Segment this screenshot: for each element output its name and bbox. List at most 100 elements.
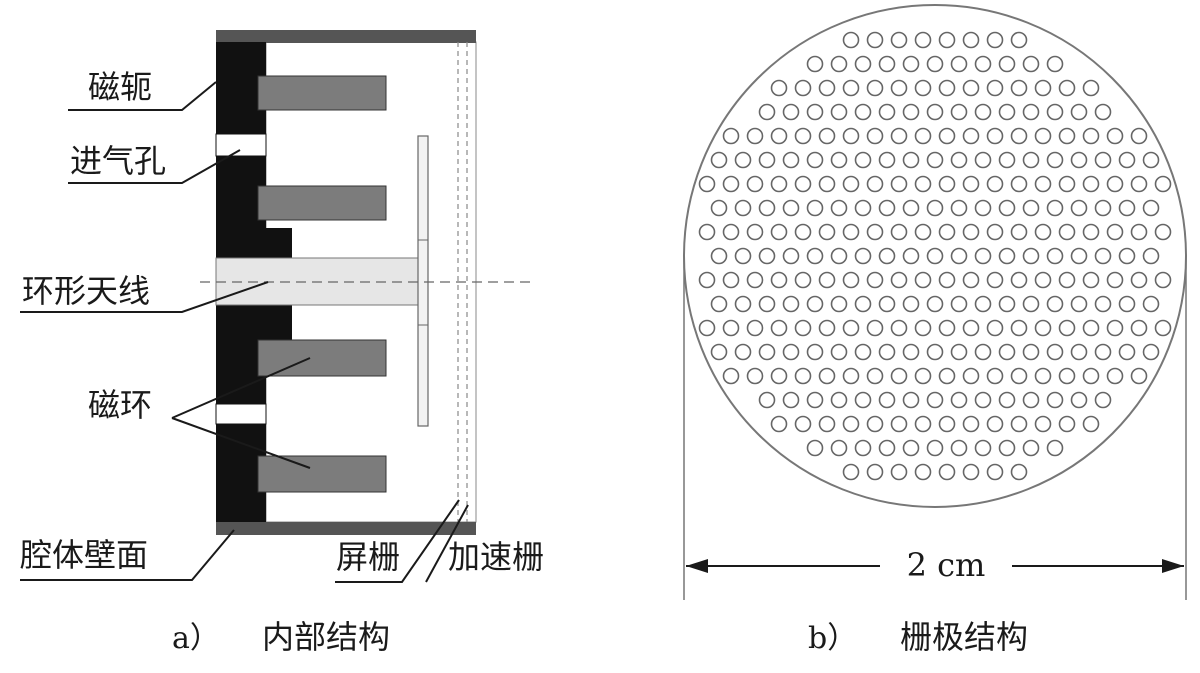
magnet-ring-4: [257, 455, 387, 493]
grid-hole: [902, 103, 920, 121]
grid-hole: [1070, 295, 1088, 313]
grid-hole: [1010, 31, 1028, 49]
grid-hole: [914, 463, 932, 481]
grid-hole: [950, 247, 968, 265]
grid-hole: [854, 295, 872, 313]
grid-hole: [818, 79, 836, 97]
label-accel-grid: 加速栅: [448, 538, 544, 576]
grid-hole: [1154, 175, 1172, 193]
grid-hole: [902, 151, 920, 169]
grid-hole: [1070, 151, 1088, 169]
grid-hole: [914, 319, 932, 337]
gas-inlet-hole: [215, 133, 267, 157]
magnet-ring-1: [257, 75, 387, 111]
grid-hole: [1058, 319, 1076, 337]
grid-hole: [986, 463, 1004, 481]
grid-hole: [854, 391, 872, 409]
grid-hole: [866, 415, 884, 433]
leader-magnet-b: [171, 417, 311, 469]
grid-hole: [1106, 271, 1124, 289]
grid-hole: [854, 247, 872, 265]
label-screen-grid: 屏栅: [336, 538, 400, 576]
grid-hole: [1130, 367, 1148, 385]
grid-hole: [926, 391, 944, 409]
grid-hole: [1082, 367, 1100, 385]
grid-hole: [746, 271, 764, 289]
grid-hole: [1130, 223, 1148, 241]
label-chamber-wall: 腔体壁面: [20, 536, 148, 574]
grid-hole: [950, 151, 968, 169]
grid-hole: [1058, 223, 1076, 241]
grid-hole: [998, 55, 1016, 73]
grid-hole: [1154, 319, 1172, 337]
grid-hole: [938, 415, 956, 433]
grid-hole: [710, 343, 728, 361]
grid-hole: [698, 271, 716, 289]
grid-hole: [698, 175, 716, 193]
grid-hole: [818, 223, 836, 241]
grid-hole: [938, 463, 956, 481]
bottom-wall: [216, 522, 476, 535]
grid-hole: [890, 463, 908, 481]
grid-hole: [806, 151, 824, 169]
grid-hole: [794, 319, 812, 337]
grid-hole: [866, 463, 884, 481]
grid-hole: [806, 343, 824, 361]
grid-hole: [962, 319, 980, 337]
grid-hole: [854, 199, 872, 217]
grid-hole: [794, 127, 812, 145]
grid-hole: [998, 439, 1016, 457]
grid-hole: [1046, 343, 1064, 361]
grid-hole: [818, 127, 836, 145]
grid-hole: [1034, 223, 1052, 241]
grid-hole: [890, 319, 908, 337]
grid-hole: [794, 415, 812, 433]
grid-hole: [830, 439, 848, 457]
grid-hole: [914, 31, 932, 49]
grid-hole: [938, 127, 956, 145]
grid-hole: [1010, 367, 1028, 385]
grid-hole: [770, 175, 788, 193]
grid-hole: [914, 175, 932, 193]
grid-hole: [722, 127, 740, 145]
grid-hole: [722, 367, 740, 385]
grid-hole: [866, 175, 884, 193]
grid-hole: [734, 199, 752, 217]
grid-hole: [746, 223, 764, 241]
grid-hole: [1034, 367, 1052, 385]
leader-chamber-wall: [20, 529, 235, 581]
grid-hole: [770, 271, 788, 289]
grid-hole: [962, 463, 980, 481]
grid-hole: [1034, 175, 1052, 193]
grid-hole: [734, 295, 752, 313]
grid-hole: [926, 199, 944, 217]
grid-hole: [950, 103, 968, 121]
grid-hole: [770, 79, 788, 97]
leader-yoke: [68, 81, 217, 111]
grid-hole: [878, 295, 896, 313]
grid-hole: [854, 439, 872, 457]
grid-hole: [758, 391, 776, 409]
grid-hole: [1022, 247, 1040, 265]
grid-hole: [710, 151, 728, 169]
grid-hole: [1070, 199, 1088, 217]
grid-hole: [818, 175, 836, 193]
grid-hole: [1022, 103, 1040, 121]
grid-hole: [854, 55, 872, 73]
grid-hole: [938, 223, 956, 241]
grid-hole: [818, 367, 836, 385]
grid-hole: [890, 271, 908, 289]
grid-hole: [1010, 271, 1028, 289]
grid-hole: [710, 199, 728, 217]
grid-hole: [926, 439, 944, 457]
grid-hole: [986, 79, 1004, 97]
grid-hole: [878, 151, 896, 169]
magnet-ring-3: [257, 339, 387, 377]
grid-hole: [998, 151, 1016, 169]
grid-hole: [794, 223, 812, 241]
grid-hole: [746, 319, 764, 337]
grid-hole: [950, 295, 968, 313]
grid-hole: [1082, 127, 1100, 145]
lower-gap: [215, 403, 267, 425]
grid-hole: [974, 199, 992, 217]
